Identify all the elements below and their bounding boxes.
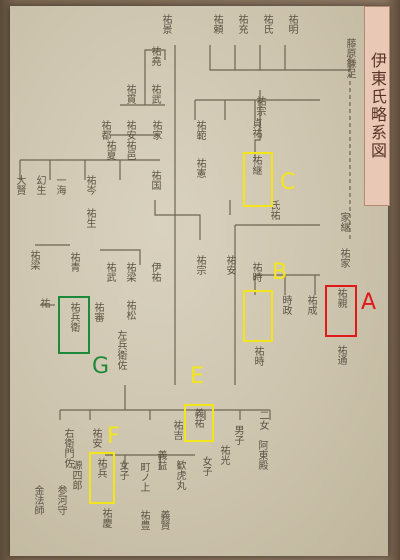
person-name: 祐岑: [84, 175, 95, 195]
person-name: 祐家: [150, 120, 161, 140]
person-name: 歓虎丸: [174, 460, 185, 490]
person-name: 一海: [54, 175, 65, 195]
person-name: 祐慶: [100, 508, 111, 528]
genealogy-sheet: [10, 6, 388, 556]
person-name: 祐成: [305, 295, 316, 315]
line-bu: [144, 49, 166, 105]
person-name: 参河守: [55, 485, 66, 515]
person-name: 大賢: [14, 175, 25, 195]
person-name: 祐邑: [124, 140, 135, 160]
person-name: 祐生: [84, 208, 95, 228]
person-name: 祐都: [99, 120, 110, 140]
person-name: 祐親: [335, 288, 346, 308]
person-name: 祐国: [149, 170, 160, 190]
person-name: 義益: [155, 450, 166, 470]
person-name: 祐時: [250, 262, 261, 282]
highlight-box-a: [325, 285, 357, 337]
person-name: 阿東殿: [256, 440, 267, 470]
person-name: 源四郎: [70, 460, 81, 490]
person-name: 祐梁: [124, 262, 135, 282]
highlight-box-e: [184, 404, 214, 442]
ancestor-name: 藤原鎌足: [344, 38, 355, 78]
person-name: 二女: [257, 410, 268, 430]
line-lower-h: [100, 249, 141, 265]
person-name: 義賢: [158, 510, 169, 530]
person-name: 祐堯: [149, 46, 160, 66]
person-name: 祐通: [335, 345, 346, 365]
label-b: B: [272, 260, 288, 285]
person-name: 貞祐: [250, 118, 261, 138]
highlight-box-f: [89, 452, 115, 504]
highlight-box-b: [243, 290, 273, 342]
person-name: 祐安: [224, 255, 235, 275]
person-name: 義祐: [192, 408, 203, 428]
person-name: 幻生: [34, 175, 45, 195]
person-name: 祐時: [252, 346, 263, 366]
person-name: 祐憲: [194, 158, 205, 178]
person-name: 金法師: [32, 485, 43, 515]
person-name: 祐松: [124, 300, 135, 320]
person-name: 祐安: [90, 428, 101, 448]
person-name: 祐範: [194, 120, 205, 140]
person-name: 祐宗: [194, 255, 205, 275]
person-name: 男子: [232, 425, 243, 445]
person-name: 祐景: [160, 14, 171, 34]
label-g: G: [92, 354, 110, 379]
person-name: 町ノ上: [138, 462, 149, 492]
person-name: 祐安: [124, 120, 135, 140]
person-name: 祐兵: [95, 458, 106, 478]
person-name: 祐夏: [104, 140, 115, 160]
person-name: 氏祐: [268, 200, 279, 220]
person-name: 祐武: [149, 84, 160, 104]
person-name: 祐充: [236, 14, 247, 34]
label-a: A: [361, 290, 377, 315]
person-name: 女子: [117, 460, 128, 480]
highlight-box-g: [58, 296, 90, 354]
person-name: 祐家: [338, 248, 349, 268]
person-name: 左兵衛佐: [115, 330, 126, 370]
line-mid-h: [154, 200, 201, 240]
highlight-box-c: [243, 152, 273, 207]
person-name: 祐豊: [138, 510, 149, 530]
person-name: 祐頼: [211, 14, 222, 34]
person-name: 女子: [200, 456, 211, 476]
person-name: 家継: [338, 212, 349, 232]
line-sou: [254, 90, 261, 160]
person-name: 祐: [38, 298, 49, 308]
person-name: 祐氏: [261, 14, 272, 34]
person-name: 祐光: [218, 445, 229, 465]
person-name: 祐武: [104, 262, 115, 282]
person-name: 祐明: [286, 14, 297, 34]
person-name: 祐貫: [124, 84, 135, 104]
label-c: C: [280, 170, 296, 195]
person-name: 祐審: [92, 302, 103, 322]
person-name: 祐継: [250, 155, 261, 175]
document-title: 伊東氏略系図: [364, 6, 390, 206]
person-name: 時政: [280, 295, 291, 315]
person-name: 祐梁: [28, 250, 39, 270]
person-name: 祐兵衛: [68, 302, 79, 332]
person-name: 右衛門佐: [62, 428, 73, 468]
label-f: F: [107, 424, 120, 449]
label-e: E: [190, 364, 204, 389]
line-top-1: [209, 45, 351, 71]
person-name: 伊祐: [149, 262, 160, 282]
person-name: 祐宗: [254, 96, 265, 116]
person-name: 祐吉: [171, 420, 182, 440]
person-name: 祐青: [68, 252, 79, 272]
